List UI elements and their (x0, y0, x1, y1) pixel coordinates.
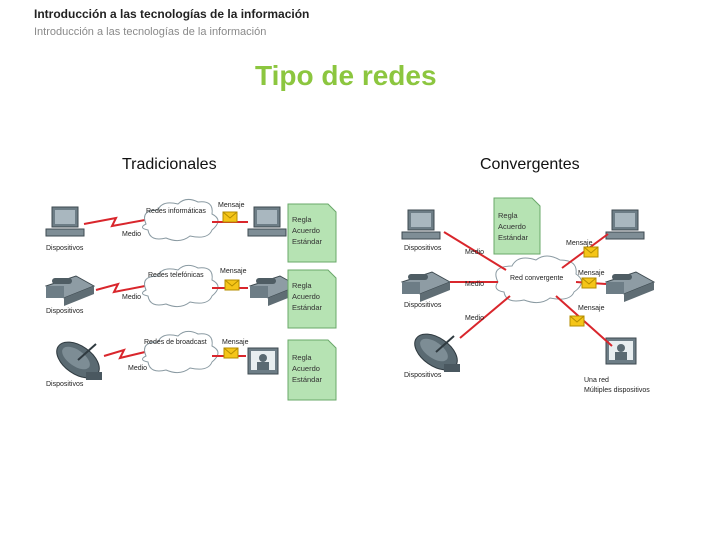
rule-text: Estándar (292, 237, 323, 246)
traditional-heading: Tradicionales (122, 156, 217, 173)
slide-title: Tipo de redes (255, 60, 437, 91)
medium-label: Medio (465, 249, 484, 256)
device-label: Dispositivos (46, 308, 84, 315)
medium-label: Medio (465, 281, 484, 288)
tv-icon (247, 347, 279, 375)
link-line (83, 216, 146, 228)
envelope-icon (569, 315, 585, 327)
link-line (443, 231, 507, 271)
rule-text: Regla (292, 215, 312, 224)
rule-text: Estándar (292, 303, 323, 312)
device-label: Dispositivos (404, 245, 442, 252)
satellite-dish-icon (407, 325, 465, 379)
course-subtitle: Introducción a las tecnologías de la inf… (34, 26, 267, 38)
document-icon (493, 197, 541, 255)
multiple-devices-label: Múltiples dispositivos (584, 387, 650, 394)
rule-text: Regla (292, 281, 312, 290)
message-label: Mensaje (222, 339, 249, 346)
convergent-heading: Convergentes (480, 156, 580, 173)
device-label: Dispositivos (46, 381, 84, 388)
document-icon (287, 269, 337, 329)
link-line (103, 348, 146, 360)
phone-icon (401, 271, 451, 303)
network-label: Redes telefónicas (148, 272, 204, 279)
device-label: Dispositivos (404, 372, 442, 379)
medium-label: Medio (122, 294, 141, 301)
rule-text: Regla (498, 211, 518, 220)
rule-text: Acuerdo (292, 226, 320, 235)
rule-text: Estándar (498, 233, 529, 242)
computer-icon (605, 209, 645, 240)
course-title: Introducción a las tecnologías de la inf… (34, 7, 310, 21)
envelope-icon (583, 246, 599, 258)
medium-label: Medio (122, 231, 141, 238)
computer-icon (401, 209, 441, 240)
medium-label: Medio (465, 315, 484, 322)
cloud-icon (142, 330, 219, 374)
link-line (95, 282, 146, 294)
envelope-icon (222, 211, 238, 223)
document-icon (287, 203, 337, 263)
tv-icon (605, 337, 637, 365)
message-label: Mensaje (578, 270, 605, 277)
satellite-dish-icon (49, 333, 107, 387)
message-label: Mensaje (566, 240, 593, 247)
rule-text: Regla (292, 353, 312, 362)
phone-icon (45, 275, 95, 307)
document-icon (287, 339, 337, 401)
phone-icon (605, 271, 655, 303)
message-label: Mensaje (578, 305, 605, 312)
link-line (459, 295, 511, 339)
rule-text: Acuerdo (292, 292, 320, 301)
envelope-icon (223, 347, 239, 359)
device-label: Dispositivos (404, 302, 442, 309)
network-label: Redes informáticas (146, 208, 206, 215)
network-label: Red convergente (510, 275, 563, 282)
envelope-icon (224, 279, 240, 291)
medium-label: Medio (128, 365, 147, 372)
network-label: Redes de broadcast (144, 339, 207, 346)
rule-text: Estándar (292, 375, 323, 384)
envelope-icon (581, 277, 597, 289)
rule-text: Acuerdo (498, 222, 526, 231)
message-label: Mensaje (218, 202, 245, 209)
computer-icon (247, 206, 287, 237)
device-label: Dispositivos (46, 245, 84, 252)
cloud-icon (142, 198, 219, 242)
computer-icon (45, 206, 85, 237)
one-network-label: Una red (584, 377, 609, 384)
rule-text: Acuerdo (292, 364, 320, 373)
message-label: Mensaje (220, 268, 247, 275)
